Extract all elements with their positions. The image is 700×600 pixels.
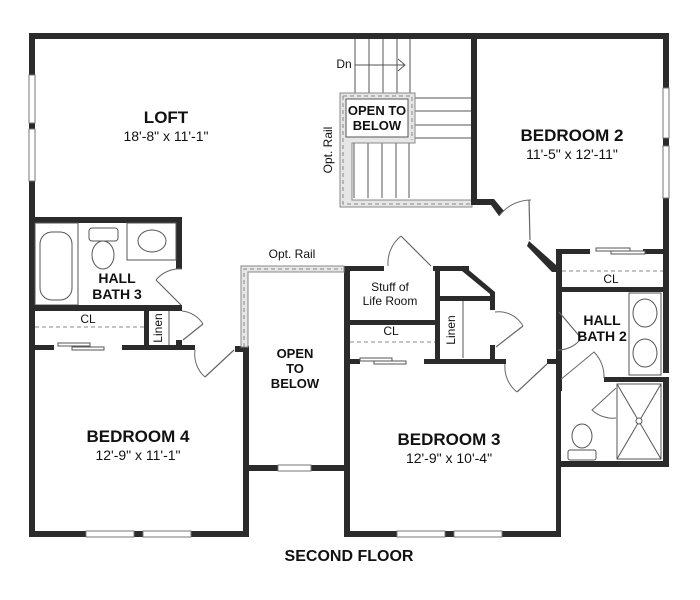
opt-rail-stairs-label: Opt. Rail [321,126,336,174]
plan-title: SECOND FLOOR [284,548,414,565]
closet-bedroom-3-label: CL [383,324,399,338]
room-bedroom-3: BEDROOM 3 12'-9" x 10'-4" [398,430,501,466]
label-line: OPEN [276,346,314,361]
window [28,74,36,124]
room-name-line: Stuff of [371,280,409,294]
room-hall-bath-3: HALL BATH 3 [92,270,142,302]
linen-closet-right-label: Linen [444,315,459,345]
room-name-line: HALL [583,312,621,328]
label-line: BELOW [270,375,320,391]
window [662,145,670,199]
room-name-line: BATH 3 [92,286,142,303]
room-name-line: HALL [98,270,136,286]
sink-icon [137,229,167,253]
stairs-down-label: Dn [336,57,352,71]
closet-bedroom-2-label: CL [603,272,619,286]
room-dimensions: 12'-9" x 11'-1" [95,446,181,463]
sink-icon [632,338,658,368]
closet-bedroom-4-label: CL [80,312,96,326]
room-dimensions: 12'-9" x 10'-4" [405,449,493,466]
window [662,87,670,139]
room-name: BEDROOM 2 [520,126,624,145]
label-line: TO [286,360,304,376]
open-to-below-center: OPEN TO BELOW [270,346,320,392]
room-name: LOFT [143,108,189,127]
opt-rail-center-label: Opt. Rail [268,247,316,261]
room-dimensions: 18'-8" x 11'-1" [123,127,209,144]
linen-closet-left-label: Linen [151,313,166,343]
label-line: OPEN TO [347,103,407,118]
room-loft: LOFT 18'-8" x 11'-1" [123,108,208,144]
toilet-tank [88,227,119,242]
toilet-icon [91,240,115,270]
label-line: BELOW [352,117,402,133]
room-name-line: Life Room [362,293,418,308]
window [28,128,36,182]
room-dimensions: 11'-5" x 12'-11" [526,145,618,162]
room-name: BEDROOM 3 [397,430,501,449]
room-bedroom-4: BEDROOM 4 12'-9" x 11'-1" [87,427,190,463]
toilet-icon [571,423,593,449]
room-name-line: BATH 2 [577,328,627,345]
outer-walls [29,33,669,536]
sink-icon [632,298,658,328]
room-name: BEDROOM 4 [86,427,190,446]
room-stuff-of-life: Stuff of Life Room [362,280,418,309]
room-bedroom-2: BEDROOM 2 11'-5" x 12'-11" [521,126,624,162]
staircase [339,39,473,208]
open-to-below-stairs: OPEN TO BELOW [347,103,407,134]
door-swing [498,199,532,217]
vanity [126,222,177,261]
room-hall-bath-2: HALL BATH 2 [577,312,627,344]
